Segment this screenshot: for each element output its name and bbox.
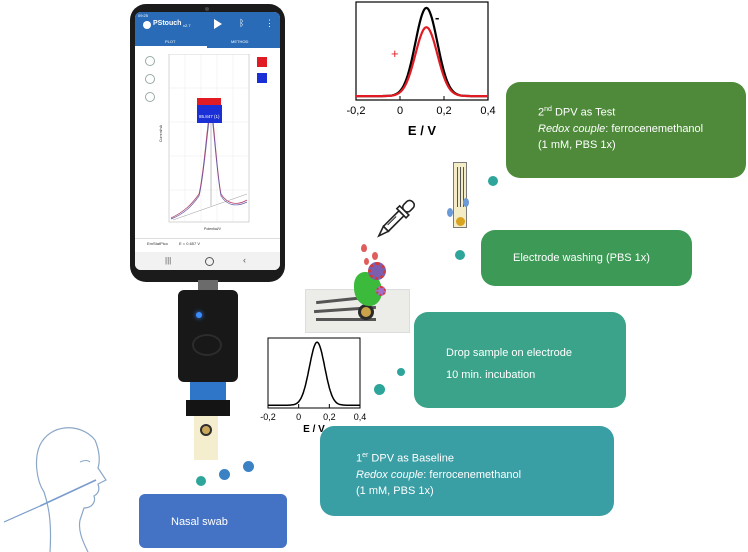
device-label: EmStatPico: [147, 241, 168, 246]
dot-wash: [455, 250, 465, 260]
step-dpv-test: 2nd DPV as Test Redox couple: ferrocenem…: [506, 82, 746, 178]
phone-y-label: Current/nA: [159, 124, 163, 142]
readout-blue: 85.847 (1): [197, 105, 222, 123]
back-icon[interactable]: ‹: [243, 255, 246, 265]
dot-nasal-1: [196, 476, 206, 486]
electrode-working-pad: [358, 304, 374, 320]
person-with-swab-illustration: [3, 427, 107, 552]
app-header: 09:25 PStouch v2.7 ᛒ ⋮: [135, 12, 280, 36]
washing-electrode-strip: [453, 162, 467, 228]
x-tick-label: 0,4: [480, 105, 495, 117]
phone-plot: Current/nA Potential/V: [159, 54, 250, 231]
more-menu-icon[interactable]: ⋮: [265, 18, 274, 28]
potential-readout: E = 0.657 V: [179, 241, 201, 246]
app-version: v2.7: [183, 23, 191, 28]
chart1-plus-annotation: +: [391, 46, 399, 61]
play-icon[interactable]: [214, 19, 222, 29]
electrode-clip: [186, 400, 230, 416]
dpv2-couple: Redox couple: ferrocenemethanol: [538, 122, 704, 135]
chart1-minus-annotation: -: [435, 10, 439, 25]
step-nasal-swab: Nasal swab: [139, 494, 287, 548]
sample-drop-3: [364, 258, 369, 265]
tab-method[interactable]: METHOD: [231, 39, 249, 44]
tab-plot[interactable]: PLOT: [165, 39, 176, 44]
sample-drop-1: [361, 244, 367, 252]
dpv-series-0: [268, 341, 360, 406]
electrode-pad: [200, 424, 212, 436]
tab-indicator: [135, 46, 207, 48]
app-footer: EmStatPico E = 0.657 V: [135, 238, 280, 249]
step-electrode-washing: Electrode washing (PBS 1x): [481, 230, 692, 286]
virus-icon-large: [368, 262, 386, 280]
virus-icon-small: [376, 286, 386, 296]
dpv1-conditions: (1 mM, PBS 1x): [356, 484, 434, 497]
home-icon[interactable]: [205, 257, 214, 266]
usb-connector: [198, 280, 218, 292]
app-title: PStouch: [153, 20, 182, 27]
app-logo-icon: [143, 21, 151, 29]
phone-x-label: Potential/V: [204, 227, 222, 231]
dot-drop-2: [397, 368, 405, 376]
pipette-icon: [377, 199, 416, 238]
step-drop-sample: Drop sample on electrode 10 min. incubat…: [414, 312, 626, 408]
phone-baseline: [172, 193, 248, 221]
dpv1-title: 1er DPV as Baseline: [356, 452, 454, 465]
tab-bar: PLOT METHOD: [135, 36, 280, 48]
washing-text: Electrode washing (PBS 1x): [513, 252, 650, 264]
x-tick-label: 0: [397, 105, 403, 117]
device-logo: [192, 334, 222, 356]
wash-drop-2: [463, 198, 469, 207]
x-tick-label: 0,4: [354, 412, 367, 422]
drop-sample-text: Drop sample on electrode: [446, 347, 572, 359]
potentiostat-device: [178, 290, 238, 382]
terminal-block: [190, 382, 226, 400]
blue-swatch[interactable]: [257, 73, 267, 83]
zoom-tool-icon[interactable]: [145, 56, 155, 66]
dpv-baseline-chart: -0,2 0 0,2 0,4 E / V: [260, 337, 367, 435]
fan-tool-icon[interactable]: [145, 74, 155, 84]
recents-icon[interactable]: |||: [165, 256, 172, 265]
peak-tool-icon[interactable]: [145, 92, 155, 102]
dot-nasal-2: [219, 469, 230, 480]
dpv1-couple: Redox couple: ferrocenemethanol: [356, 468, 522, 481]
dot-drop-1: [374, 384, 385, 395]
dpv2-conditions: (1 mM, PBS 1x): [538, 138, 616, 151]
dot-test: [488, 176, 498, 186]
phone-screen: 09:25 PStouch v2.7 ᛒ ⋮ PLOT METHOD: [135, 12, 280, 270]
incubation-text: 10 min. incubation: [446, 369, 536, 381]
electrode-strip-small: [194, 416, 218, 460]
sample-drop-2: [372, 252, 378, 260]
red-swatch[interactable]: [257, 57, 267, 67]
wash-drop-1: [447, 208, 453, 217]
dpv-series-1: [356, 26, 488, 98]
front-camera: [205, 7, 209, 11]
status-time: 09:25: [138, 13, 149, 18]
chart1-xlabel: E / V: [408, 123, 437, 138]
dpv-test-chart: -0,2 0 0,2 0,4 - + E / V: [347, 1, 496, 138]
dpv2-title: 2nd DPV as Test: [538, 106, 616, 119]
dot-nasal-3: [243, 461, 254, 472]
bluetooth-icon[interactable]: ᛒ: [239, 18, 245, 28]
smartphone: 09:25 PStouch v2.7 ᛒ ⋮ PLOT METHOD: [130, 4, 285, 282]
x-tick-label: -0,2: [347, 105, 366, 117]
status-led: [196, 312, 202, 318]
x-tick-label: -0,2: [260, 412, 276, 422]
nasal-swab-label: Nasal swab: [171, 516, 228, 528]
step-dpv-baseline: 1er DPV as Baseline Redox couple: ferroc…: [320, 426, 614, 516]
x-tick-label: 0,2: [436, 105, 451, 117]
washing-electrode-pad: [456, 217, 465, 226]
chart2-xlabel: E / V: [303, 424, 325, 435]
android-nav-bar: ||| ‹: [135, 252, 280, 270]
x-tick-label: 0,2: [323, 412, 336, 422]
x-tick-label: 0: [296, 412, 301, 422]
